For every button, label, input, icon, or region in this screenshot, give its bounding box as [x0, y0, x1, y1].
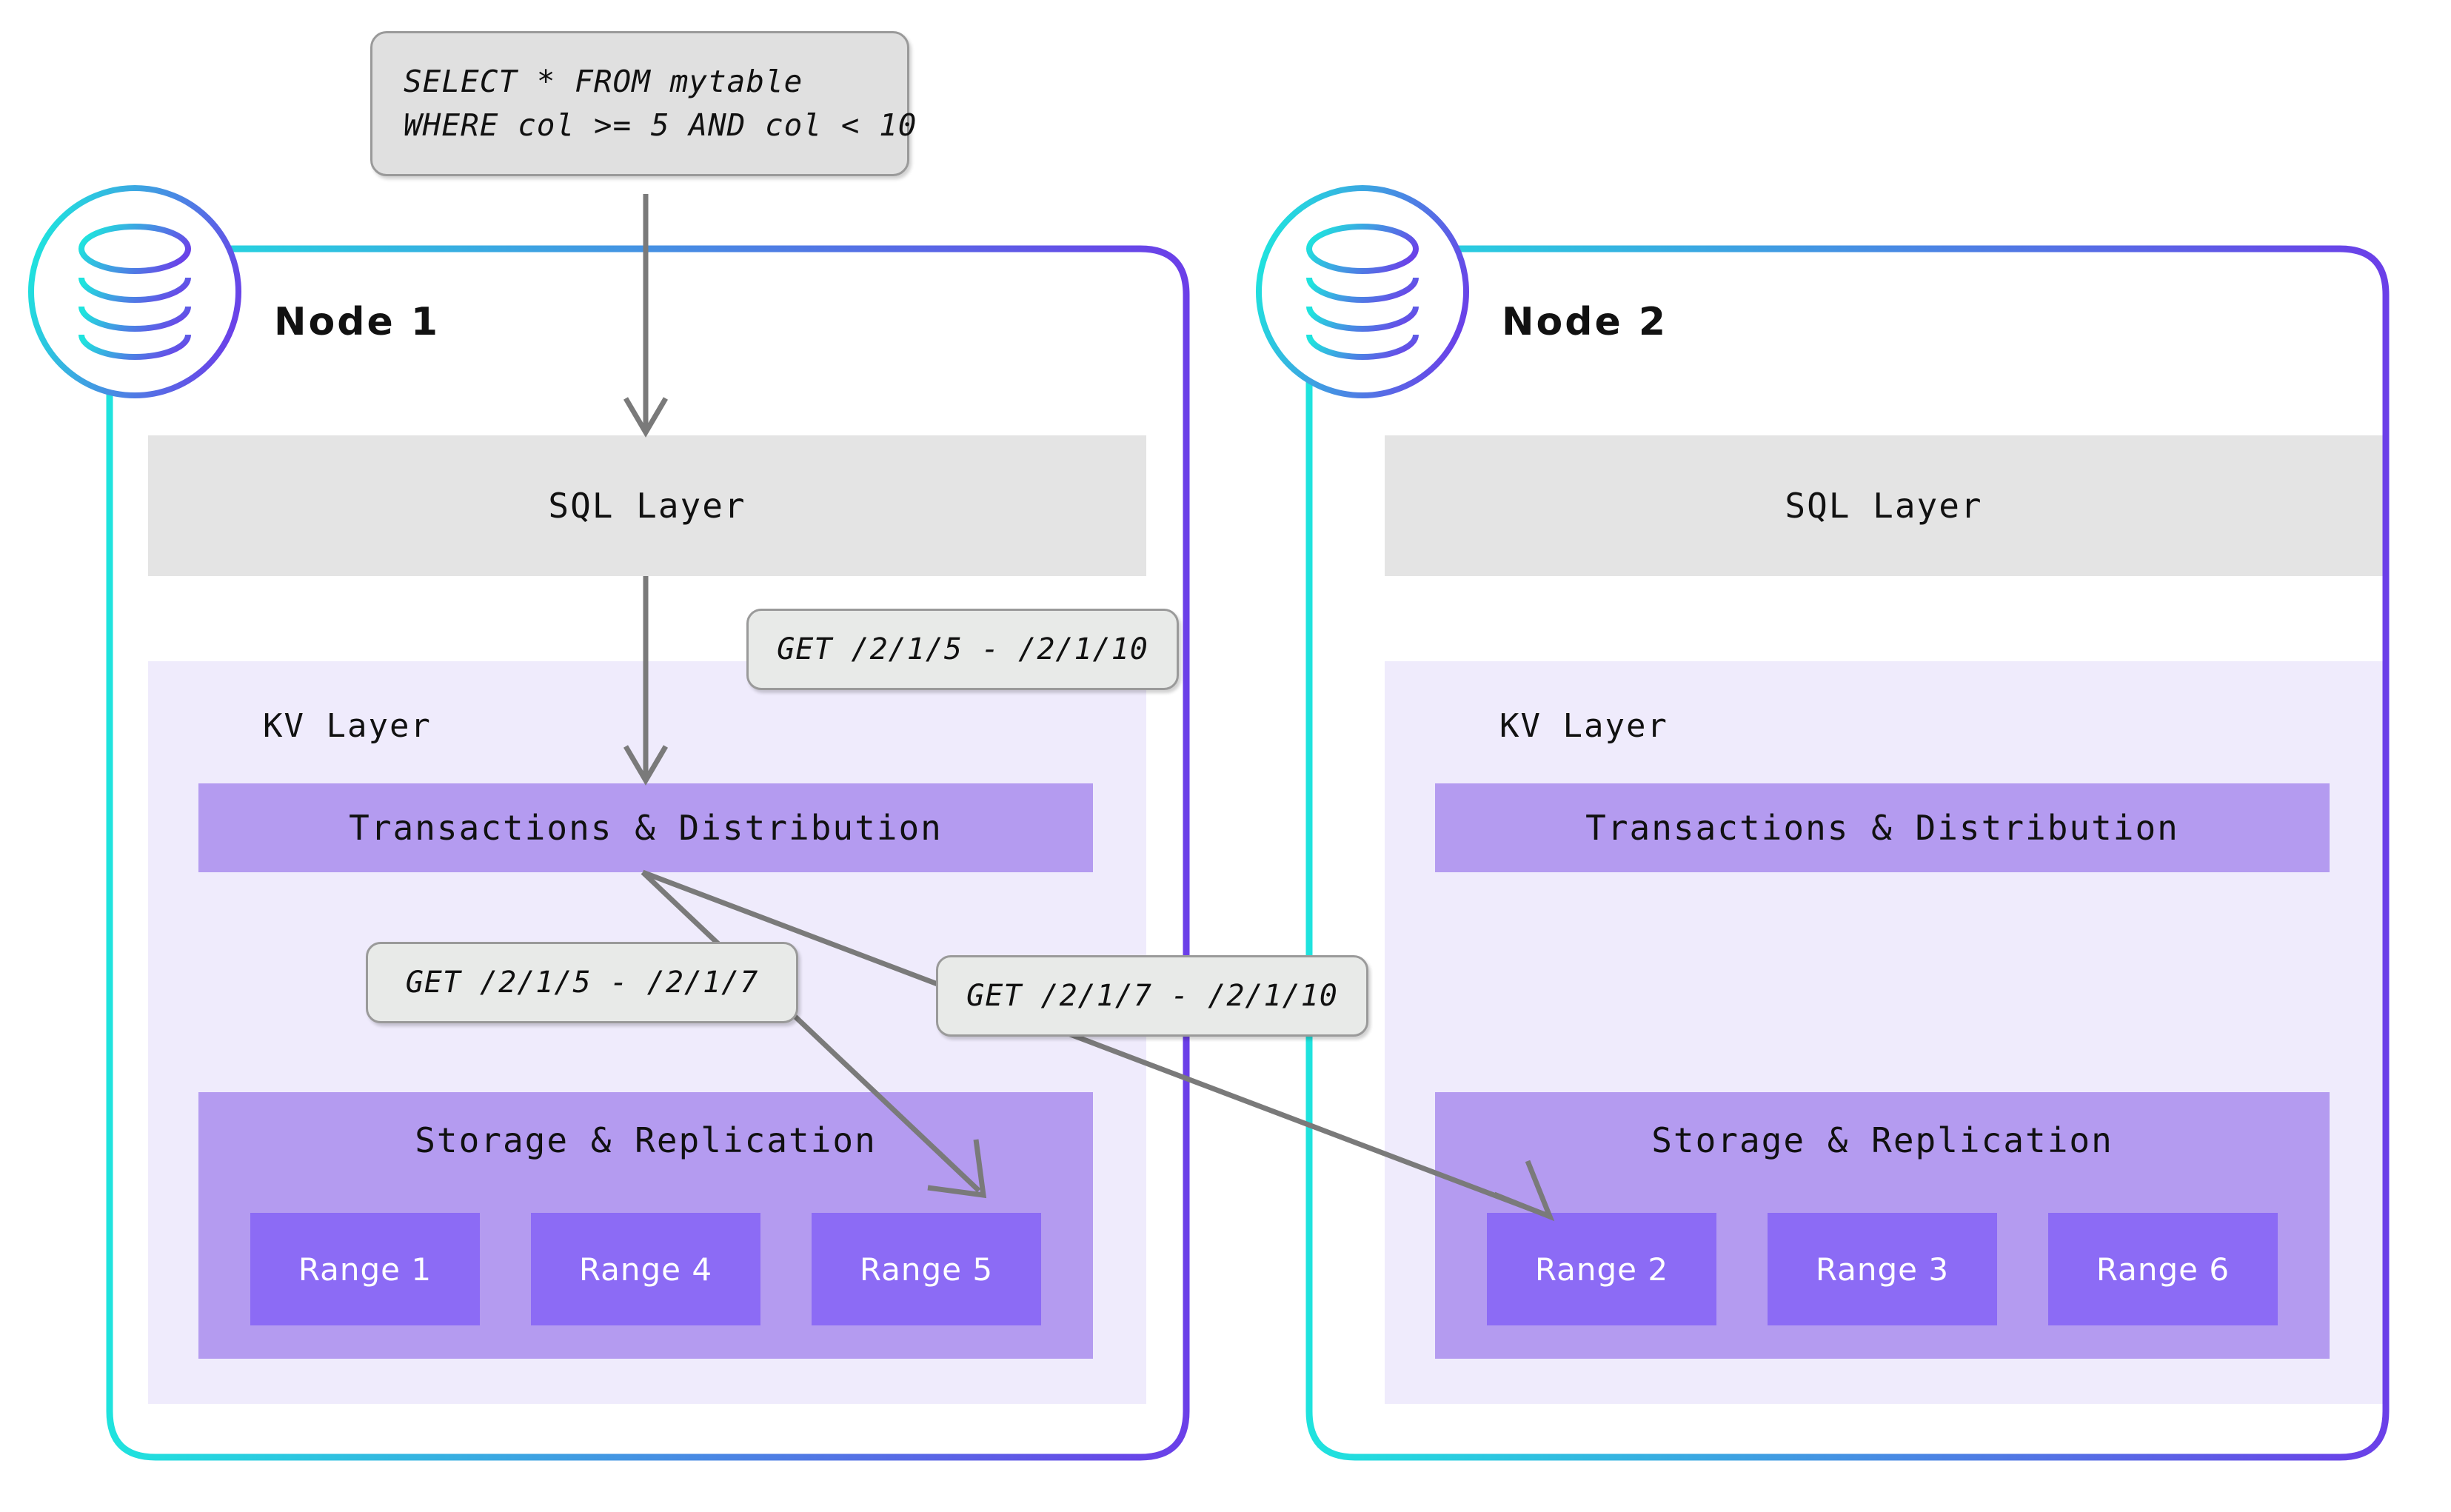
- node-2-storage-label: Storage & Replication: [1651, 1120, 2113, 1160]
- callout-range-local: GET /2/1/5 - /2/1/7: [366, 942, 798, 1023]
- badge-circle: [28, 185, 241, 398]
- node-1-sql-layer: SQL Layer: [148, 435, 1146, 576]
- sql-query-box: SELECT * FROM mytable WHERE col >= 5 AND…: [370, 31, 917, 176]
- node-1-transactions-box: Transactions & Distribution: [198, 783, 1093, 872]
- node-1-storage-label: Storage & Replication: [415, 1120, 877, 1160]
- node-2-range-0[interactable]: Range 2: [1487, 1213, 1716, 1325]
- node-1-range-1[interactable]: Range 4: [531, 1213, 760, 1325]
- node-2-kv-layer-label: KV Layer: [1499, 707, 1668, 745]
- node-1-range-2[interactable]: Range 5: [812, 1213, 1041, 1325]
- node-1-kv-layer-label: KV Layer: [263, 707, 432, 745]
- node-2-storage-box: Storage & Replication Range 2 Range 3 Ra…: [1435, 1092, 2330, 1359]
- node-2-title: Node 2: [1502, 300, 1668, 344]
- sql-query-line-1: SELECT * FROM mytable: [404, 63, 803, 99]
- callout-range-remote: GET /2/1/7 - /2/1/10: [936, 955, 1368, 1037]
- node-1-range-0[interactable]: Range 1: [250, 1213, 480, 1325]
- node-2-database-badge: [1256, 185, 1469, 398]
- node-2-range-1[interactable]: Range 3: [1768, 1213, 1997, 1325]
- node-2-transactions-box: Transactions & Distribution: [1435, 783, 2330, 872]
- node-1-database-badge: [28, 185, 241, 398]
- node-2-sql-layer: SQL Layer: [1385, 435, 2383, 576]
- badge-circle: [1256, 185, 1469, 398]
- node-1-storage-box: Storage & Replication Range 1 Range 4 Ra…: [198, 1092, 1093, 1359]
- node-1-title: Node 1: [274, 300, 441, 344]
- callout-kv-request: GET /2/1/5 - /2/1/10: [746, 609, 1179, 690]
- arrowhead-query-to-sql: [623, 397, 669, 438]
- node-2-range-2[interactable]: Range 6: [2048, 1213, 2278, 1325]
- sql-query-line-2: WHERE col >= 5 AND col < 10: [404, 107, 917, 143]
